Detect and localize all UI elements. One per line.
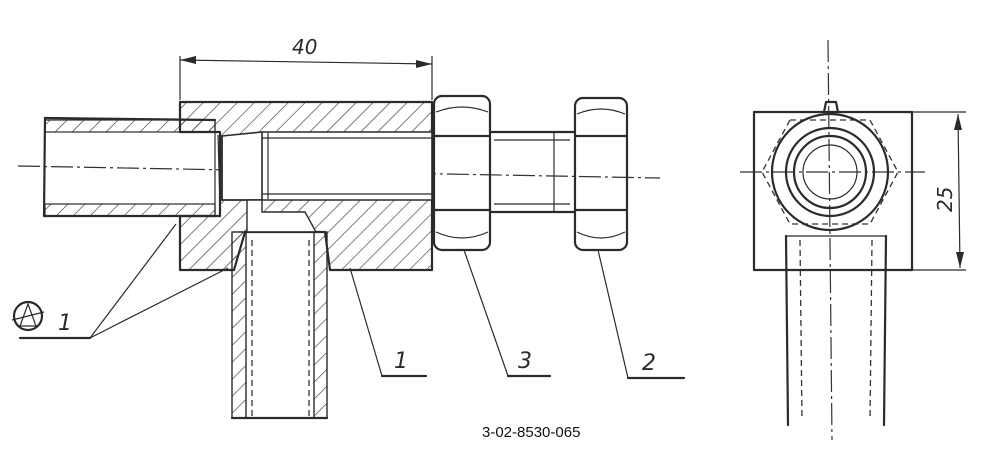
part-callout-nut-right: 2 <box>597 249 686 380</box>
dimension-length-label: 40 <box>292 35 317 59</box>
end-view-body <box>752 110 914 272</box>
dimension-25: 25 <box>912 111 966 271</box>
svg-text:2: 2 <box>642 351 656 376</box>
nut-right <box>573 96 629 252</box>
threaded-stud <box>488 130 576 214</box>
end-view-pipe <box>784 234 888 427</box>
side-view: 40 1 1 3 2 <box>11 35 686 420</box>
part-callout-nut-left: 3 <box>463 249 552 378</box>
dimension-40: 40 <box>179 35 433 100</box>
end-view: 25 <box>740 39 966 441</box>
bottom-pipe <box>230 231 329 420</box>
svg-text:1: 1 <box>394 349 408 374</box>
weld-label: 1 <box>58 311 72 336</box>
drawing-code: 3-02-8530-065 <box>482 424 580 441</box>
weld-symbol-icon <box>12 300 44 332</box>
dimension-height-label: 25 <box>933 187 957 212</box>
part-callout-body: 1 <box>349 267 428 378</box>
nut-left <box>432 94 492 252</box>
horizontal-centerline <box>17 165 661 179</box>
vertical-centerline <box>827 39 833 441</box>
weld-callout: 1 <box>11 223 229 340</box>
svg-text:3: 3 <box>518 349 532 374</box>
